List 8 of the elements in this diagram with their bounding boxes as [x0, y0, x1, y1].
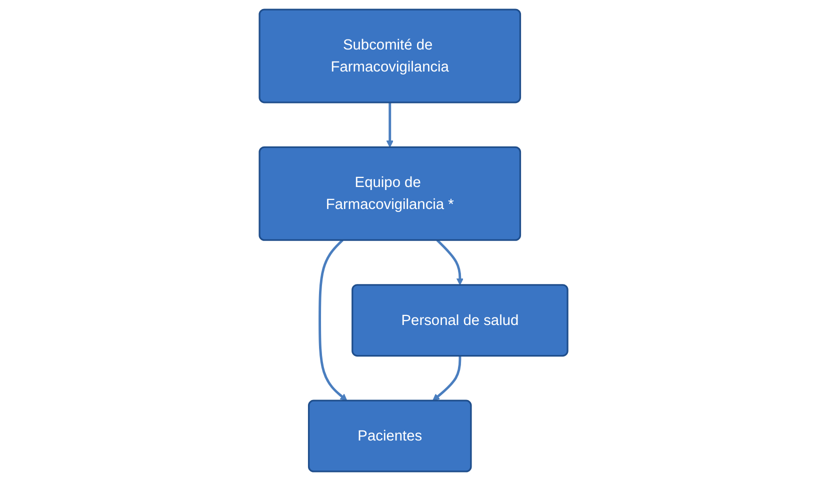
arrow	[319, 239, 348, 401]
arrow	[386, 102, 394, 148]
node-box: Equipo de Farmacovigilancia *	[259, 146, 522, 241]
node-box: Personal de salud	[352, 284, 569, 357]
node-box: Subcomité de Farmacovigilancia	[259, 8, 522, 104]
node-box: Pacientes	[308, 400, 472, 472]
arrow	[436, 239, 464, 286]
arrow	[432, 356, 462, 401]
